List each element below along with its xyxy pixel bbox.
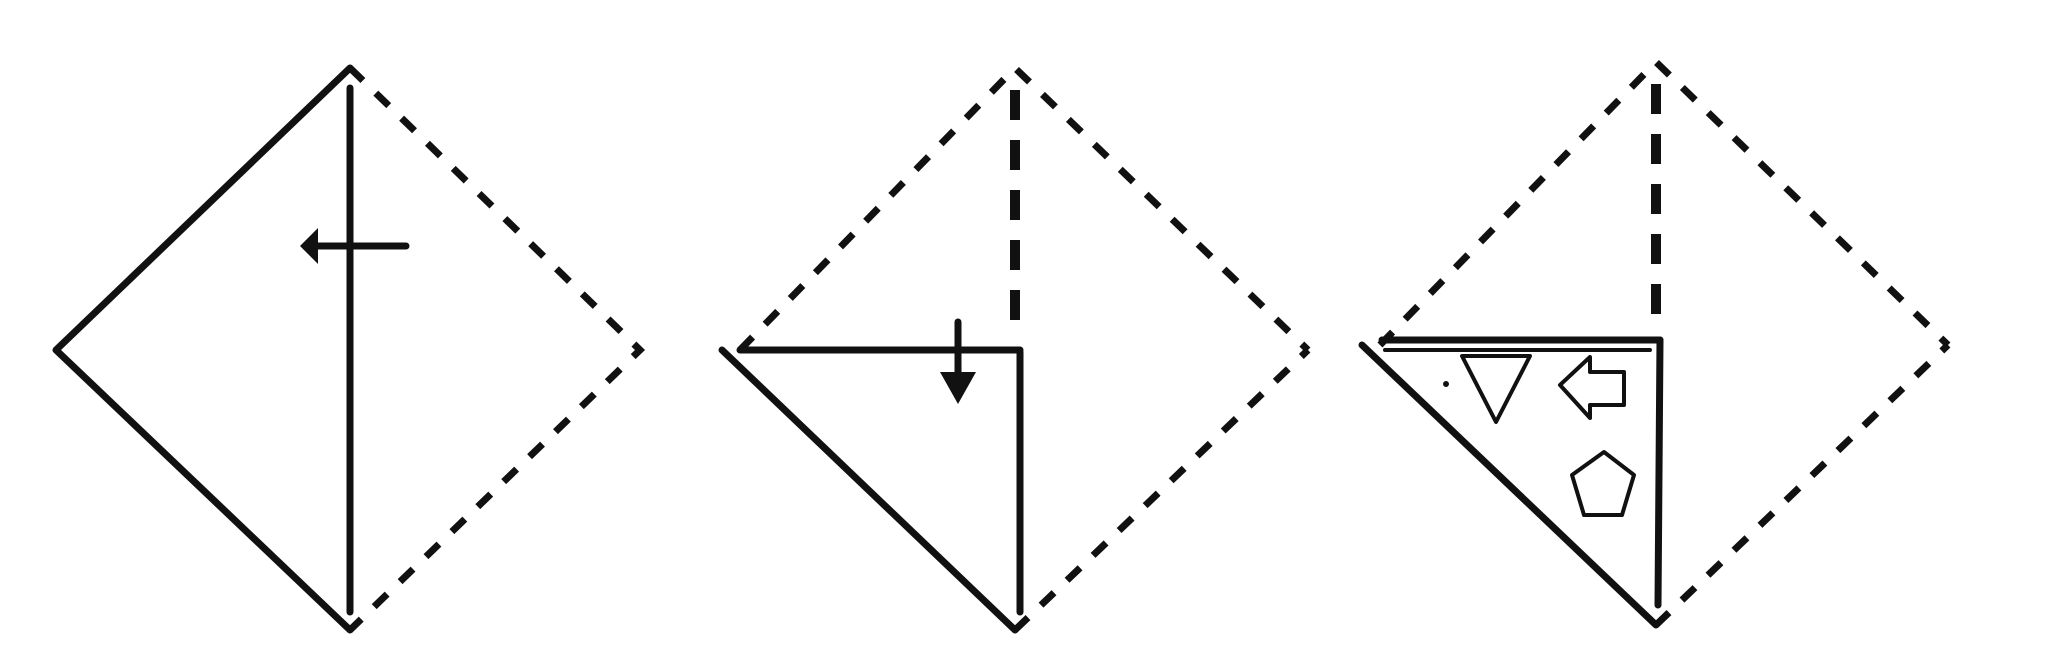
panel-step-2 [718, 63, 1311, 634]
panel-3-triangle-icon [1460, 354, 1532, 424]
panel-3-small-dot [1443, 381, 1449, 387]
panel-step-3 [1358, 57, 1951, 629]
panel-2-bottom-right-edge-dashed [1012, 347, 1311, 633]
panel-step-1 [52, 64, 646, 634]
panel-1-left-edges [52, 64, 354, 634]
panel-2-bottom-left-edge [718, 346, 1019, 634]
panel-3-top-edges-dashed [1377, 57, 1951, 348]
panel-1-fold-arrow-left-icon [300, 228, 410, 264]
panel-1-right-edges-dashed [347, 65, 646, 633]
panel-3-lower-vertical-crease [1654, 336, 1664, 609]
panel-3-pentagon-icon [1570, 450, 1636, 517]
panel-2-fold-arrow-down-icon [940, 318, 976, 404]
panel-2-top-edges-dashed [737, 63, 1311, 353]
panel-3-arrow-icon [1558, 355, 1626, 420]
panel-3-bottom-right-edge-dashed [1653, 342, 1951, 628]
panel-3-bottom-left-edge [1358, 341, 1660, 629]
